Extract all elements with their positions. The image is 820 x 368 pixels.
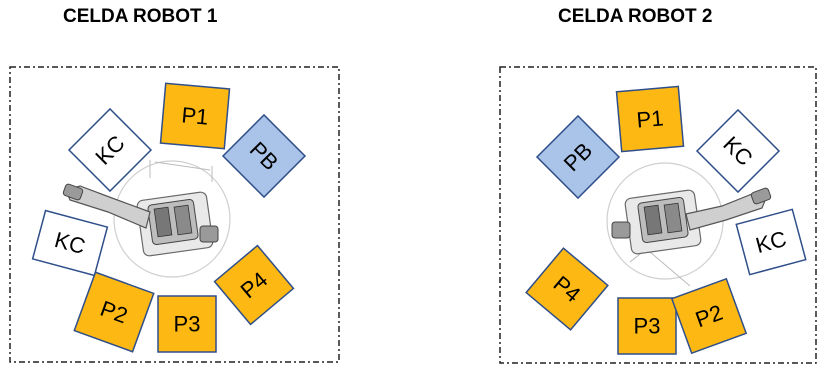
cell-2-box-p3: P3	[617, 297, 677, 355]
box-label: P3	[174, 312, 201, 337]
box-shape	[213, 244, 295, 326]
box-shape	[31, 209, 109, 277]
cell-1-box-kc-upper: KC	[67, 107, 153, 193]
robot-2-graphic	[606, 162, 772, 287]
box-shape	[617, 297, 677, 355]
box-shape	[525, 247, 609, 331]
box-shape	[735, 208, 807, 276]
cell-1-title: CELDA ROBOT 1	[63, 6, 218, 27]
cell-1-box-p3: P3	[157, 295, 217, 353]
cell-2-frame	[499, 66, 817, 364]
box-shape	[615, 85, 685, 153]
cell-2-box-p1: P1	[615, 85, 685, 153]
box-label: P1	[636, 105, 665, 132]
robot-1-graphic	[62, 160, 231, 278]
cell-2-box-p4: P4	[525, 247, 609, 331]
box-shape	[535, 114, 621, 200]
cell-2-box-p2: P2	[670, 277, 748, 355]
cell-2-title: CELDA ROBOT 2	[558, 6, 713, 27]
box-label: P1	[181, 102, 210, 129]
cell-1-box-kc-lower: KC	[31, 209, 109, 277]
box-shape	[695, 108, 781, 194]
box-shape	[221, 113, 307, 199]
box-label: P3	[634, 314, 661, 339]
cell-1-box-p4: P4	[213, 244, 295, 326]
box-shape	[157, 295, 217, 353]
cell-1-box-p2: P2	[73, 271, 155, 353]
box-shape	[670, 277, 748, 355]
box-shape	[159, 82, 231, 150]
box-shape	[73, 271, 155, 353]
cell-1-box-pb: PB	[221, 113, 307, 199]
cell-2-box-kc-upper: KC	[695, 108, 781, 194]
box-shape	[67, 107, 153, 193]
cell-2-box-pb: PB	[535, 114, 621, 200]
cell-1-box-p1: P1	[159, 82, 231, 150]
cell-1-frame	[9, 66, 340, 363]
cell-2-box-kc-lower: KC	[735, 208, 807, 276]
